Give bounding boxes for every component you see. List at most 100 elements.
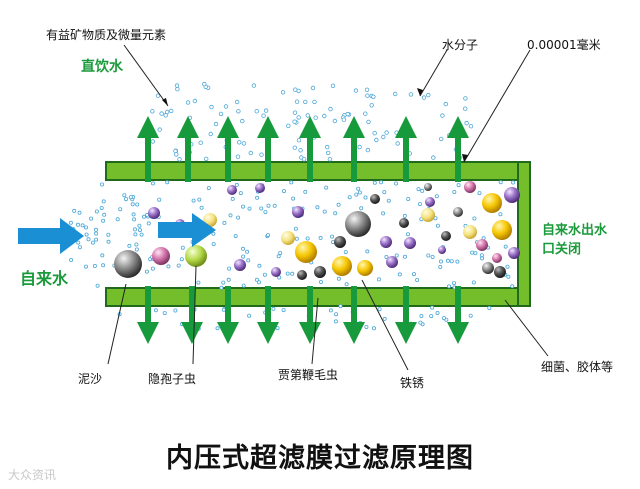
water-molecule-dot [382, 316, 387, 321]
watermark: 大众资讯 [8, 468, 57, 482]
water-molecule-dot [292, 119, 297, 124]
water-molecule-dot [263, 108, 269, 113]
water-molecule-dot [446, 284, 451, 289]
water-molecule-dot [72, 208, 77, 213]
water-molecule-dot [324, 185, 329, 190]
water-molecule-dot [76, 240, 81, 245]
water-molecule-dot [80, 223, 85, 228]
water-molecule-dot [455, 259, 460, 264]
tap-water-inlet-label: 自来水 [20, 269, 69, 288]
water-molecule-dot [102, 212, 107, 217]
water-molecule-dot [180, 245, 185, 250]
water-molecule-dot [322, 113, 327, 119]
water-molecule-dot [130, 202, 135, 207]
water-molecule-dot [276, 254, 281, 259]
contaminant-particle [492, 220, 512, 240]
contaminant-particle [404, 237, 416, 249]
drinking-water-label: 直饮水 [81, 59, 123, 75]
water-molecule-dot [468, 123, 474, 129]
water-molecule-dot [218, 111, 224, 117]
contaminant-particle [438, 246, 446, 254]
contaminant-particle [295, 241, 317, 263]
water-molecule-dot [164, 109, 170, 115]
contaminant-particle [255, 183, 265, 193]
water-molecule-dot [301, 157, 307, 162]
water-molecule-dot [132, 217, 137, 222]
water-molecule-dot [318, 235, 323, 240]
water-molecule-dot [179, 257, 184, 262]
outlet-closed-label-2: 口关闭 [542, 242, 582, 257]
water-molecule-dot [94, 237, 99, 242]
water-molecule-dot [233, 234, 238, 239]
water-molecule-dot [435, 310, 440, 315]
water-molecule-dot [192, 98, 198, 104]
water-molecule-dot [246, 258, 251, 263]
water-molecule-dot [381, 211, 386, 216]
water-molecule-dot [372, 180, 377, 185]
water-molecule-dot [290, 271, 295, 276]
water-molecule-dot [238, 191, 243, 196]
water-molecule-dot [393, 91, 398, 97]
water-molecule-dot [115, 217, 120, 222]
arrow-right-icon [158, 213, 216, 247]
water-molecule-dot [397, 272, 402, 277]
water-molecule-dot [356, 186, 361, 191]
water-molecule-dot [345, 111, 350, 117]
water-molecule-dot [159, 111, 164, 116]
water-molecule-dot [144, 269, 149, 274]
water-molecule-dot [241, 283, 246, 288]
water-molecule-dot [357, 190, 362, 195]
water-molecule-dot [293, 87, 298, 92]
water-molecule-dot [128, 195, 133, 200]
contaminant-particle [114, 250, 142, 278]
outlet-closed-label-1: 自来水出水 [542, 223, 608, 238]
water-molecule-dot [241, 254, 246, 259]
contaminant-particle [357, 260, 373, 276]
water-molecule-dot [259, 206, 264, 211]
water-molecule-dot [166, 264, 171, 269]
water-molecule-dot [464, 120, 469, 126]
water-molecule-dot [277, 275, 282, 280]
water-molecule-dot [376, 277, 381, 282]
water-molecule-dot [236, 109, 241, 114]
water-molecule-dot [402, 254, 407, 259]
water-molecule-dot [132, 227, 137, 232]
water-molecule-dot [226, 277, 231, 282]
water-molecule-dot [438, 264, 443, 269]
water-molecule-dot [305, 236, 310, 241]
water-molecule-dot [429, 314, 434, 319]
water-molecule-dot [106, 239, 111, 244]
water-molecule-dot [176, 263, 181, 268]
water-molecule-dot [470, 250, 475, 255]
membrane-end-cap [517, 161, 531, 307]
water-molecule-dot [364, 87, 370, 92]
water-molecule-dot [175, 86, 180, 92]
water-molecule-dot [291, 196, 296, 201]
water-molecule-dot [471, 280, 476, 285]
water-molecule-dot [405, 232, 410, 237]
water-molecule-dot [251, 83, 257, 88]
water-molecule-dot [477, 191, 482, 196]
contaminant-particle [297, 270, 307, 280]
contaminant-particle [148, 207, 160, 219]
water-molecule-dot [106, 232, 111, 237]
water-molecule-dot [118, 207, 123, 212]
water-molecule-dot [173, 148, 178, 154]
water-molecule-dot [94, 209, 99, 214]
rust-label: 铁锈 [400, 376, 425, 390]
water-molecule-dot [215, 326, 220, 331]
arrow-up-icon [395, 116, 417, 182]
water-molecule-dot [257, 263, 262, 268]
water-molecule-dot [221, 280, 226, 285]
water-molecule-dot [506, 274, 511, 279]
downward-arrows [137, 286, 469, 344]
water-molecule-dot [174, 83, 180, 88]
water-molecule-dot [95, 283, 100, 288]
water-molecule-dot [77, 210, 82, 215]
water-molecule-dot [99, 205, 104, 210]
contaminant-particle [345, 211, 371, 237]
water-molecule-dot [191, 198, 196, 203]
water-molecule-dot [94, 227, 99, 232]
water-molecule-dot [338, 304, 343, 309]
water-molecule-dot [134, 247, 139, 252]
